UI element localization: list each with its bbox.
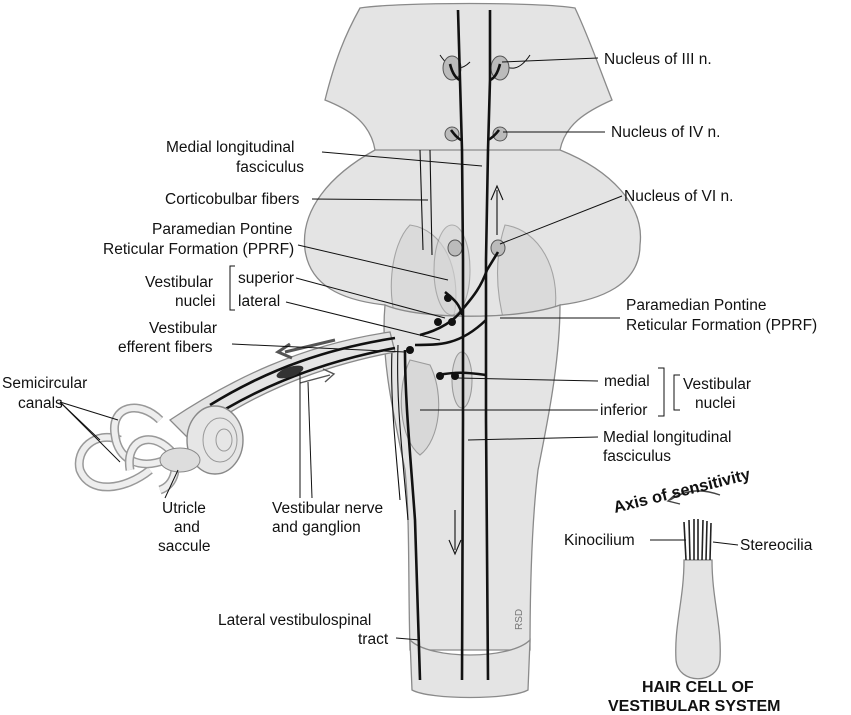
cochlea	[186, 405, 244, 475]
label-pprf-right-2: Reticular Formation (PPRF)	[626, 317, 817, 334]
bracket-right-1	[658, 367, 665, 417]
axis-of-sensitivity-label: Axis of sensitivity	[612, 465, 753, 517]
bracket-right-2	[673, 374, 680, 411]
label-mlf-bottom-2: fasciculus	[603, 448, 671, 465]
label-semicircular-2: canals	[18, 395, 63, 412]
label-superior: superior	[238, 270, 294, 287]
label-semicircular-1: Semicircular	[2, 375, 87, 392]
utricle-saccule	[159, 447, 201, 473]
axis-arrow	[666, 490, 721, 505]
label-utricle-3: saccule	[158, 538, 211, 555]
hair-cell-illustration: Axis of sensitivity	[612, 465, 753, 680]
label-utricle-2: and	[174, 519, 200, 536]
midbrain	[324, 2, 613, 153]
labels: Nucleus of III n. Nucleus of IV n. Nucle…	[2, 51, 817, 715]
artist-initials: RSD	[514, 609, 525, 630]
label-pprf-right-1: Paramedian Pontine	[626, 297, 766, 314]
ascending-arrow	[490, 184, 504, 235]
label-vestibular-efferent-2: efferent fibers	[118, 339, 213, 356]
label-vestibular-nuclei-left-1: Vestibular	[145, 274, 213, 291]
label-lateral-vestibulospinal-2: tract	[358, 631, 389, 648]
label-medial: medial	[604, 373, 650, 390]
hair-cell-body	[675, 559, 721, 680]
label-lateral: lateral	[238, 293, 280, 310]
label-pprf-left-2: Reticular Formation (PPRF)	[103, 241, 294, 258]
label-lateral-vestibulospinal-1: Lateral vestibulospinal	[218, 612, 371, 629]
label-mlf-top-1: Medial longitudinal	[166, 139, 294, 156]
tracts	[391, 9, 510, 681]
hair-cell-title-2: VESTIBULAR SYSTEM	[608, 698, 780, 715]
brainstem-illustration: RSD	[303, 2, 642, 699]
bracket-left	[229, 265, 235, 311]
label-vestibular-nuclei-right-1: Vestibular	[683, 376, 751, 393]
medulla	[383, 304, 561, 651]
stereocilia-bundle	[683, 519, 712, 561]
inner-ear	[74, 331, 396, 495]
descending-arrow	[448, 510, 462, 556]
label-mlf-bottom-1: Medial longitudinal	[603, 429, 731, 446]
label-inferior: inferior	[600, 402, 647, 419]
leader-lines	[59, 57, 739, 641]
pons	[303, 149, 642, 317]
label-corticobulbar: Corticobulbar fibers	[165, 191, 300, 208]
label-vestibular-nuclei-right-2: nuclei	[695, 395, 736, 412]
label-vestibular-nerve-2: and ganglion	[272, 519, 361, 536]
label-nucleus-iii: Nucleus of III n.	[604, 51, 712, 68]
label-utricle-1: Utricle	[162, 500, 206, 517]
spinal-cord	[409, 638, 531, 699]
mlf-right	[484, 10, 492, 681]
label-vestibular-nuclei-left-2: nuclei	[175, 293, 216, 310]
label-stereocilia: Stereocilia	[740, 537, 813, 554]
label-vestibular-nerve-1: Vestibular nerve	[272, 500, 383, 517]
hair-cell-title-1: HAIR CELL OF	[642, 679, 754, 696]
label-nucleus-iv: Nucleus of IV n.	[611, 124, 720, 141]
label-vestibular-efferent-1: Vestibular	[149, 320, 217, 337]
crossing-fibers	[419, 251, 500, 337]
lateral-vestibulospinal-tract	[403, 349, 422, 681]
olive	[400, 359, 440, 456]
label-pprf-left-1: Paramedian Pontine	[152, 221, 292, 238]
mlf-left	[456, 9, 465, 681]
label-nucleus-vi: Nucleus of VI n.	[624, 188, 733, 205]
label-kinocilium: Kinocilium	[564, 532, 635, 549]
label-mlf-top-2: fasciculus	[236, 159, 304, 176]
